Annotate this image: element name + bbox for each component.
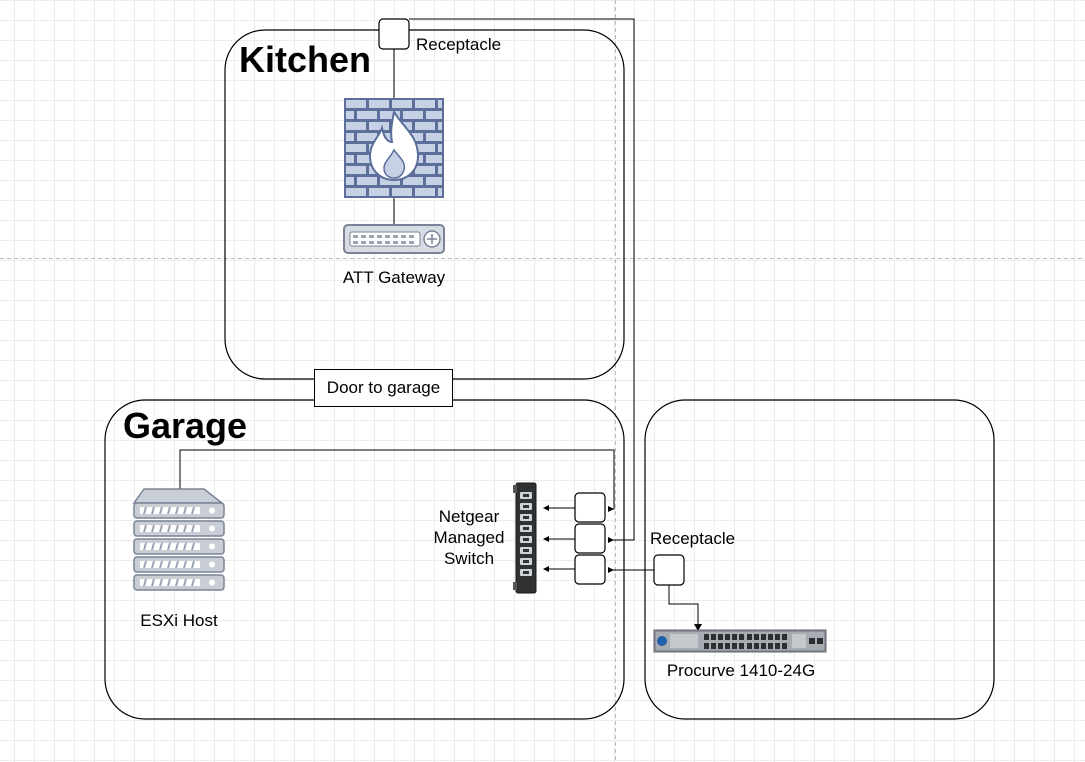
receptacle-box-garage-right[interactable] [653,554,685,586]
procurve-label: Procurve 1410-24G [666,661,816,680]
garage-title: Garage [123,405,248,446]
right-room[interactable] [644,399,995,720]
esxi-host-label: ESXi Host [140,611,218,630]
firewall-icon[interactable] [344,98,444,198]
door-label: Door to garage [326,378,441,397]
esxi-to-switch-line [179,449,615,510]
door-to-garage[interactable]: Door to garage [314,369,453,407]
att-gateway-label: ATT Gateway [342,268,446,287]
receptacle-label-right: Receptacle [650,529,736,548]
switch-port-box-2[interactable] [574,523,606,554]
receptacle-box-kitchen[interactable] [378,18,410,50]
switch-port-box-3[interactable] [574,554,606,585]
rack-switch-icon[interactable] [653,629,827,653]
server-rack-icon[interactable] [132,488,225,591]
network-switch-icon[interactable] [513,482,537,594]
netgear-label-line2: Managed [433,528,505,547]
netgear-label-line3: Switch [443,549,495,568]
kitchen-title: Kitchen [239,39,372,80]
receptacle-label-top: Receptacle [416,35,502,54]
router-icon[interactable] [343,224,445,254]
receptacle-to-switch-line [409,18,635,541]
arrowheads [543,505,702,631]
kitchen-room[interactable] [224,29,625,380]
netgear-label-line1: Netgear [438,507,500,526]
switch-port-box-1[interactable] [574,492,606,523]
receptacle-to-procurve-line [668,585,699,626]
